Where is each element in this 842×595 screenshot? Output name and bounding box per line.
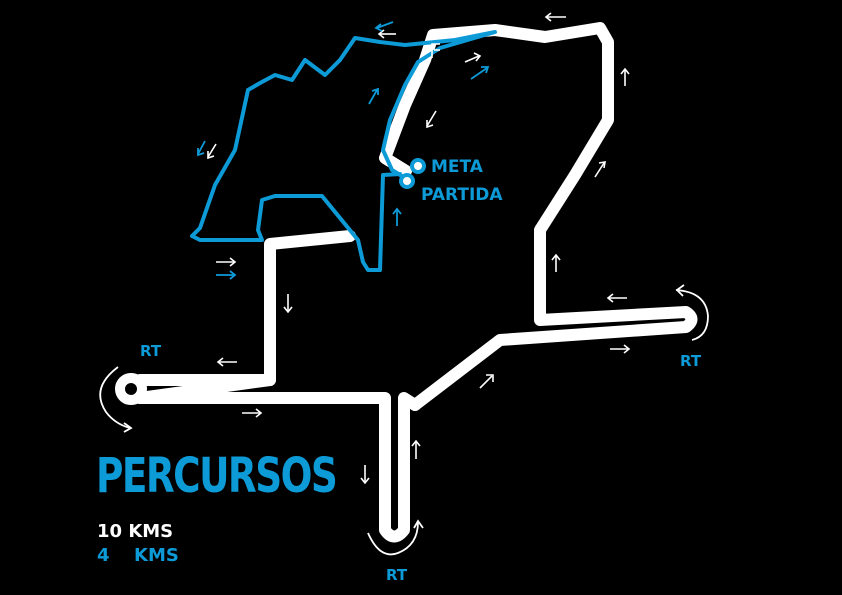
turnaround-label-east: RT <box>680 352 702 370</box>
arrow-down-left-icon <box>197 140 206 157</box>
turnaround-label-south: RT <box>386 566 408 584</box>
direction-arrows-10k <box>207 12 631 485</box>
start-finish-markers: META PARTIDA <box>399 157 503 205</box>
turnaround-arrow-east <box>675 289 709 341</box>
route-10k <box>134 22 698 543</box>
arrow-right-icon <box>242 408 263 418</box>
route-10k-south-spur <box>134 392 421 543</box>
start-label: PARTIDA <box>421 185 503 205</box>
turnaround-arrows <box>99 284 709 556</box>
finish-label: META <box>431 157 484 177</box>
page-title: PERCURSOS <box>96 448 338 504</box>
arrow-corner-icon <box>431 43 440 58</box>
arrow-down-icon <box>360 465 370 485</box>
arrow-up-icon <box>392 207 402 226</box>
turnaround-arrow-west <box>99 366 131 429</box>
arrow-right-icon <box>464 52 482 63</box>
arrow-up-right-icon <box>594 161 606 178</box>
arrow-left-icon <box>374 21 394 32</box>
arrow-left-icon <box>216 357 237 367</box>
legend-route-4k: 4 KMS <box>97 545 179 566</box>
finish-marker <box>410 158 426 174</box>
arrow-left-icon <box>377 29 396 39</box>
arrow-up-icon <box>411 439 421 459</box>
direction-arrows-4k <box>197 21 490 280</box>
arrow-left-icon <box>606 293 627 303</box>
arrow-up-right-icon <box>368 87 379 105</box>
arrow-right-icon <box>216 257 237 267</box>
arrow-down-icon <box>283 294 293 314</box>
legend-route-10k: 10 KMS <box>97 521 174 542</box>
arrow-right-icon <box>610 344 631 354</box>
arrow-up-icon <box>551 253 561 272</box>
route-10k-upper-loop <box>379 22 698 411</box>
arrow-up-icon <box>620 67 630 86</box>
arrow-down-left-icon <box>207 143 217 160</box>
turnaround-arrow-south <box>367 521 419 556</box>
route-10k-west-turnaround <box>115 373 147 405</box>
arrow-up-right-icon <box>470 66 490 80</box>
route-10k-west-spur <box>134 230 356 404</box>
turnaround-label-west: RT <box>140 342 162 360</box>
arrow-right-icon <box>216 270 237 280</box>
arrow-left-icon <box>544 12 566 22</box>
start-marker <box>399 173 415 189</box>
arrow-down-left-icon <box>426 110 437 129</box>
arrow-up-right-icon <box>479 374 494 389</box>
